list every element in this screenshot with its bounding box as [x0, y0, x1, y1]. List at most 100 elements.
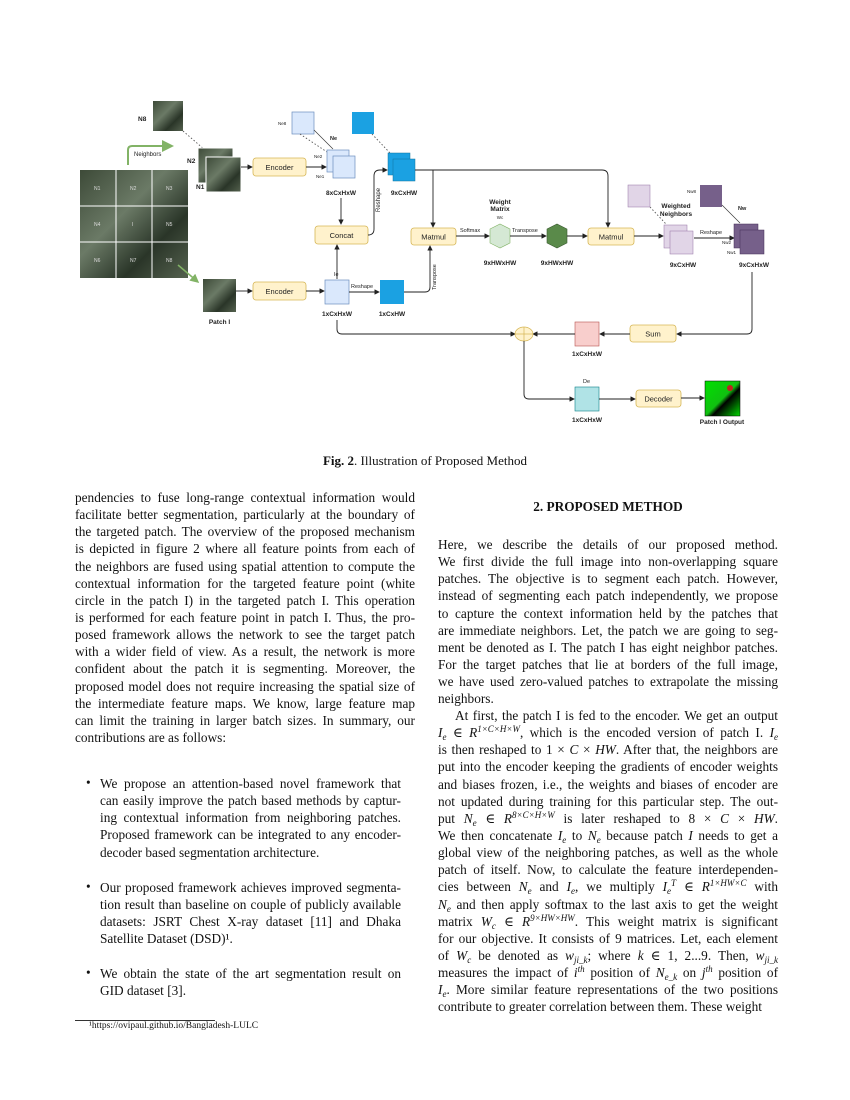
- text-segment: 8×C×H×W: [512, 809, 555, 820]
- neighbor-patch-n8: [153, 101, 183, 131]
- text-line: can easily improve the patch based metho…: [100, 793, 401, 809]
- text-segment: R: [522, 913, 531, 929]
- ie-reshaped-tensor: [380, 280, 404, 304]
- text-line: can limit the training in larger batch s…: [75, 712, 415, 728]
- text-segment: ; where: [587, 947, 638, 963]
- text-line: put Ne ∈ R8×C×H×W is later reshaped to 8…: [438, 810, 778, 827]
- svg-text:Matmul: Matmul: [599, 233, 624, 242]
- text-line: contribute to greater correlation betwee…: [438, 998, 778, 1015]
- label-n2: N2: [187, 158, 196, 165]
- text-segment: of: [438, 947, 457, 963]
- text-segment: N: [518, 879, 528, 895]
- text-line: For the target patches that lie at borde…: [438, 656, 778, 672]
- svg-text:Reshape: Reshape: [700, 230, 722, 236]
- text-segment: I: [688, 827, 693, 843]
- text-segment: i: [573, 965, 578, 981]
- text-segment: e: [667, 886, 672, 897]
- text-line: pendencies to fuse long-range contextual…: [75, 490, 415, 505]
- svg-text:9xHWxHW: 9xHWxHW: [541, 260, 574, 267]
- text-segment: th: [705, 964, 713, 975]
- ne8-tensor: [291, 111, 315, 135]
- text-line: At first, the patch I is fed to the enco…: [438, 707, 778, 724]
- text-line: confident about the patch it is segmenti…: [75, 661, 415, 677]
- text-line: for our objective. It consists of 9 matr…: [438, 930, 778, 947]
- text-line: the targeted patch. The overview of the …: [75, 524, 415, 540]
- text-line: patches. The objective is to segment eac…: [438, 571, 778, 587]
- right-paragraph-1: Here, we describe the details of our pro…: [438, 536, 778, 707]
- text-segment: e: [774, 732, 778, 743]
- svg-text:N1: N1: [94, 186, 101, 192]
- section-heading: 2. PROPOSED METHOD: [533, 499, 683, 514]
- text-segment: N: [587, 827, 597, 843]
- text-line: is then reshaped to 1 × C × HW. After th…: [438, 741, 778, 758]
- text-line: measures the impact of ith position of N…: [438, 964, 778, 982]
- full-image-grid: N1 N2 N3 N4 I N5 N6 N7 N8: [80, 170, 188, 278]
- svg-text:Nw: Nw: [738, 206, 747, 212]
- text-line: We then concatenate Ie to Ne because pat…: [438, 827, 778, 845]
- text-segment: e: [472, 817, 477, 828]
- text-segment: e: [596, 834, 601, 845]
- text-segment: R: [503, 810, 513, 826]
- text-segment: , we multiply: [575, 879, 663, 895]
- text-line: ing contextual information from neighbor…: [100, 810, 401, 826]
- text-line: Here, we describe the details of our pro…: [438, 537, 778, 552]
- matmul-box-1: [410, 227, 457, 246]
- text-line: datasets: JSRT Chest X-ray dataset [11] …: [100, 914, 401, 930]
- text-line: decoder based segmentation architecture.: [100, 844, 320, 860]
- text-segment: needs to get a: [692, 827, 778, 843]
- weight-matrix-cube: [489, 223, 511, 249]
- text-segment: ji_k: [573, 954, 588, 965]
- text-segment: 1×C×H×W: [477, 724, 520, 735]
- bullet-marker: •: [86, 879, 91, 894]
- svg-text:1xCxHxW: 1xCxHxW: [322, 311, 353, 318]
- text-segment: HW: [753, 810, 775, 826]
- svg-text:Encoder: Encoder: [266, 287, 294, 296]
- blue-tensor-top: [352, 112, 374, 134]
- neighbor-patch-n1: [205, 156, 242, 193]
- text-segment: I: [438, 725, 443, 741]
- text-line: Ie. More similar feature representations…: [438, 981, 778, 999]
- svg-text:N2: N2: [130, 186, 137, 192]
- matmul-box-2: [587, 227, 635, 246]
- text-segment: ∈: [446, 725, 470, 741]
- text-segment: , which is the encoded version of patch …: [519, 725, 770, 741]
- text-line: ment be denoted as I. The patch I has ei…: [438, 639, 778, 655]
- decoder-box: [635, 389, 682, 408]
- text-segment: ∈: [476, 810, 504, 826]
- svg-text:Sum: Sum: [645, 330, 660, 339]
- svg-text:Encoder: Encoder: [266, 163, 294, 172]
- text-segment: ∈ 1, 2...9. Then,: [643, 947, 756, 963]
- text-line: put into the encoder keeping the gradien…: [438, 758, 778, 775]
- text-segment: e: [446, 903, 451, 914]
- text-segment: th: [577, 964, 585, 975]
- text-segment: ×: [729, 810, 754, 826]
- svg-text:Ne1: Ne1: [316, 174, 325, 179]
- text-line: circle in the patch I) in the targeted p…: [75, 592, 415, 608]
- text-segment: for our objective. It consists of 9 matr…: [438, 930, 778, 946]
- text-segment: I: [557, 827, 563, 843]
- text-line: We obtain the state of the art segmentat…: [100, 966, 401, 981]
- text-segment: not updated during training for this par…: [438, 793, 778, 809]
- svg-text:N4: N4: [94, 222, 101, 228]
- text-line: are immediate neighbors. Let, the patch …: [438, 622, 778, 638]
- svg-text:Ne8: Ne8: [278, 121, 287, 126]
- text-line: tion result than baseline on couple of p…: [100, 897, 401, 913]
- svg-text:Reshape: Reshape: [376, 187, 382, 212]
- svg-text:Nw8: Nw8: [687, 189, 696, 194]
- footnote-divider: [75, 1020, 215, 1021]
- text-segment: position of: [712, 965, 778, 981]
- text-line: the neighbors are fused using spatial at…: [75, 558, 415, 574]
- text-line: we have used zero-valued patches to extr…: [438, 674, 778, 690]
- text-line: to capture the context information held …: [438, 605, 778, 621]
- bullet-marker: •: [86, 775, 91, 790]
- text-line: Proposed framework can be integrated to …: [100, 827, 401, 843]
- text-segment: e: [571, 886, 576, 897]
- text-segment: W: [480, 913, 492, 929]
- text-segment: put: [438, 810, 464, 826]
- svg-text:Ne: Ne: [330, 136, 337, 142]
- text-segment: . More similar feature representations o…: [446, 982, 778, 998]
- text-segment: patch of itself. Now, to calculate the f…: [438, 862, 778, 878]
- text-line: posed framework allows the network to se…: [75, 627, 415, 643]
- svg-text:1xCxHxW: 1xCxHxW: [572, 417, 603, 424]
- text-segment: . This weight matrix is significant: [574, 913, 778, 929]
